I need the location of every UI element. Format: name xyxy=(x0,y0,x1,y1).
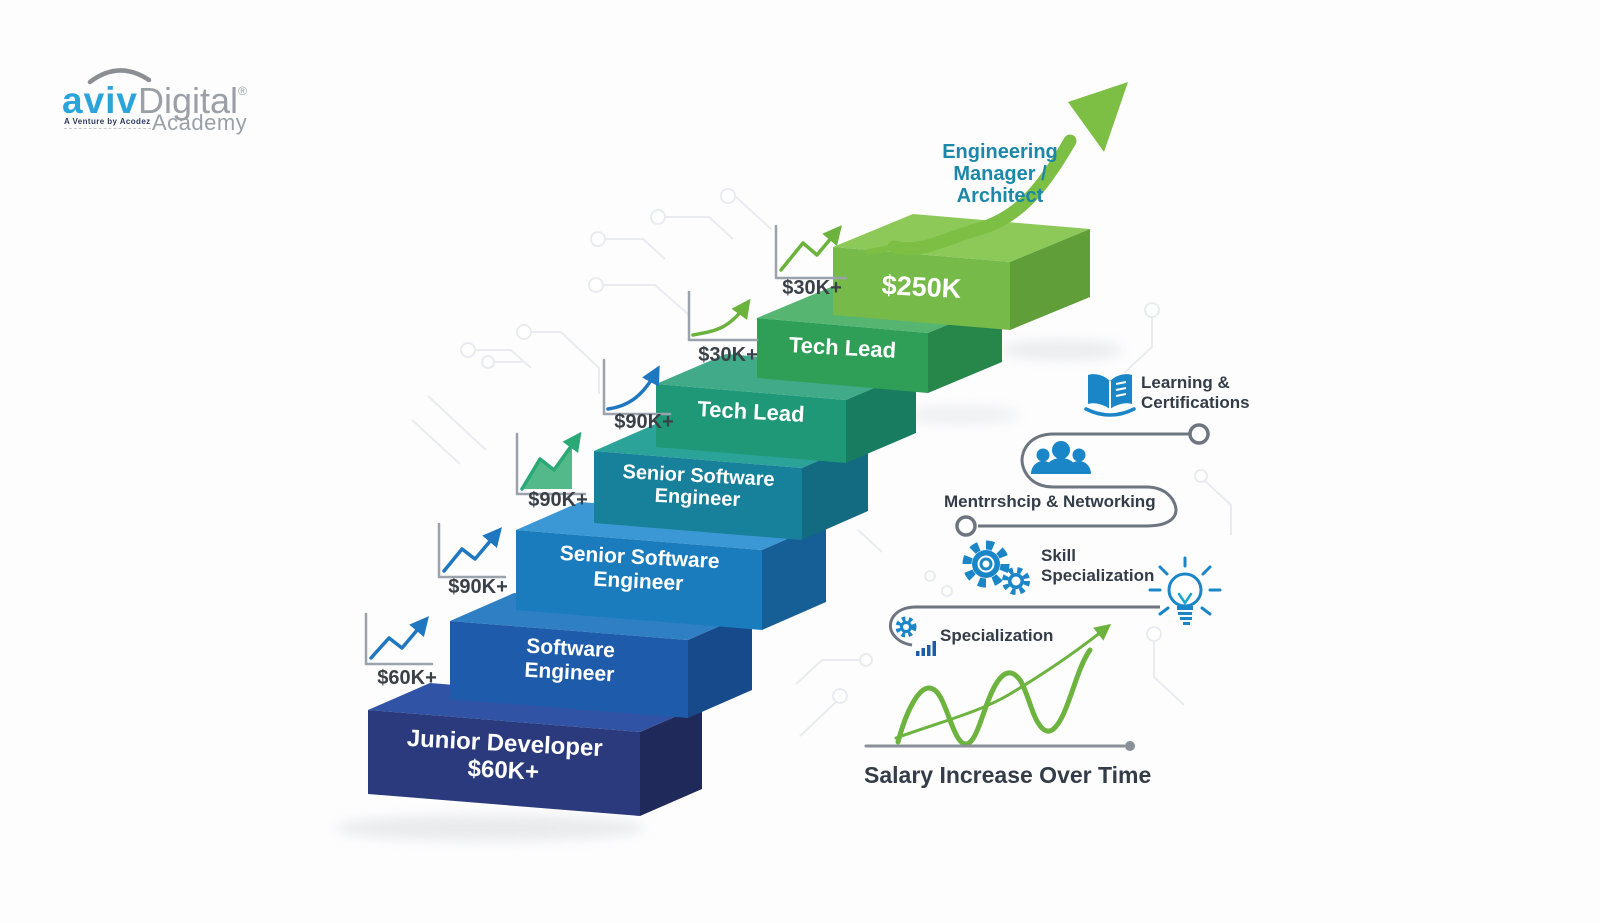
peak-line-2: Manager / xyxy=(953,163,1047,185)
salary-wave-chart xyxy=(864,623,1135,751)
logo-arc xyxy=(87,68,152,85)
peak-line-3: Architect xyxy=(956,185,1044,207)
step-junior-developer xyxy=(368,683,702,816)
specialization-connector xyxy=(888,605,1160,647)
factor-skill-specialization: Skill Specialization xyxy=(1041,546,1154,586)
factor-line-2: Certifications xyxy=(1141,393,1250,412)
factor-specialization: Specialization xyxy=(940,626,1054,645)
logo-tagline: A Venture by Acodez xyxy=(64,117,151,129)
chart-label-30k-b: $30K+ xyxy=(782,277,842,299)
peak-role-label: Engineering Manager / Architect xyxy=(915,141,1085,207)
factor-line-1: Learning & xyxy=(1141,373,1230,392)
chart-label-30k-a: $30K+ xyxy=(698,344,758,366)
timeline-chart-title: Salary Increase Over Time xyxy=(864,762,1152,788)
trend-chart-icon-30k-a xyxy=(687,290,759,342)
staircase xyxy=(368,214,1090,816)
logo: avivDigital® xyxy=(62,80,247,122)
gear-icon xyxy=(895,616,917,638)
circuit-traces xyxy=(411,188,1232,737)
chart-label-90k-a: $90K+ xyxy=(448,576,508,598)
trend-chart-icon-90k-c xyxy=(602,358,672,416)
skill-bars-icon xyxy=(916,641,936,656)
trend-chart-icon-30k-b xyxy=(774,224,848,280)
chart-label-90k-c: $90K+ xyxy=(614,411,674,433)
peak-line-1: Engineering xyxy=(942,141,1058,163)
shadows xyxy=(335,340,1124,841)
logo-brand-suffix: Digital xyxy=(138,80,239,121)
gears-icon xyxy=(962,540,1030,595)
logo-brand: aviv xyxy=(62,80,139,121)
factor-line-2: Specialization xyxy=(1041,566,1155,585)
people-group-icon xyxy=(1031,441,1091,474)
registered-mark: ® xyxy=(238,84,247,98)
growth-arrow-icon xyxy=(865,82,1128,256)
logo-academy: Academy xyxy=(152,110,248,135)
lightbulb-icon xyxy=(1148,556,1222,625)
mini-trend-charts xyxy=(364,224,848,666)
open-book-icon xyxy=(1084,374,1136,417)
factor-mentorship-networking: Mentrrshcip & Networking xyxy=(944,492,1156,511)
trend-chart-icon-90k-b xyxy=(515,431,587,496)
factor-learning-certifications: Learning & Certifications xyxy=(1141,373,1250,413)
mentorship-connector xyxy=(955,423,1210,537)
chart-label-60k: $60K+ xyxy=(377,667,437,689)
step-senior-software-engineer-1 xyxy=(516,502,826,630)
trend-chart-icon-60k xyxy=(364,612,434,666)
trend-chart-icon-90k-a xyxy=(437,522,507,579)
factor-line-1: Skill xyxy=(1041,546,1076,565)
chart-label-90k-b: $90K+ xyxy=(528,489,588,511)
step-senior-software-engineer-2 xyxy=(594,422,868,540)
